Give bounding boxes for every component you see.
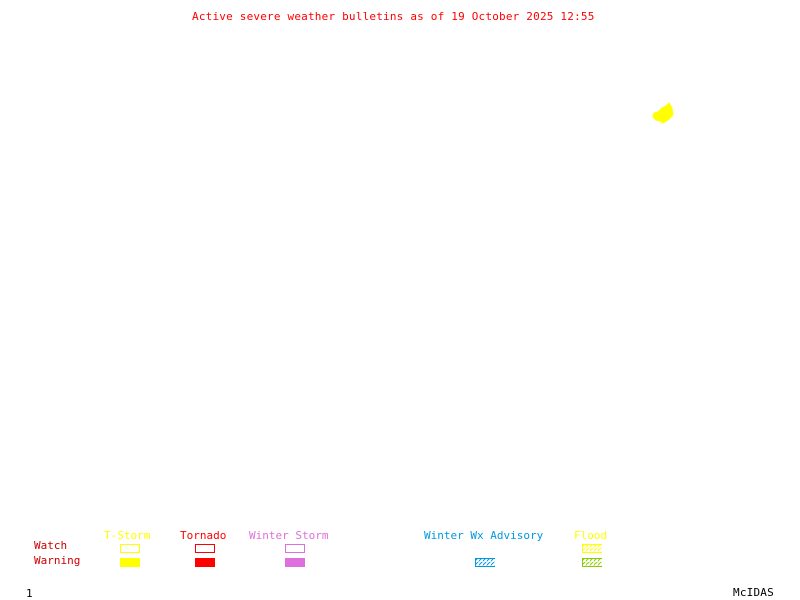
tstorm-watch-swatch <box>120 544 140 553</box>
winter-wx-advisory-swatch <box>475 558 495 567</box>
tstorm-warning-swatch <box>120 558 140 567</box>
flood-warning-swatch <box>582 558 602 567</box>
tornado-watch-swatch <box>195 544 215 553</box>
frame-number: 1 <box>26 587 33 600</box>
legend-row-watch: Watch <box>34 539 68 552</box>
bulletin-title: Active severe weather bulletins as of 19… <box>192 10 595 23</box>
tornado-warning-swatch <box>195 558 215 567</box>
winter-storm-watch-swatch <box>285 544 305 553</box>
tstorm-warning-area[interactable] <box>652 102 674 124</box>
legend-label-tstorm: T-Storm <box>104 529 151 542</box>
winter-storm-warning-swatch <box>285 558 305 567</box>
legend-label-winter-storm: Winter Storm <box>249 529 329 542</box>
legend-label-winter-wx-advisory: Winter Wx Advisory <box>424 529 544 542</box>
mcidas-brand: McIDAS <box>733 586 774 599</box>
legend-label-tornado: Tornado <box>180 529 227 542</box>
legend-label-flood: Flood <box>574 529 608 542</box>
legend-row-warning: Warning <box>34 554 81 567</box>
flood-watch-swatch <box>582 544 602 553</box>
